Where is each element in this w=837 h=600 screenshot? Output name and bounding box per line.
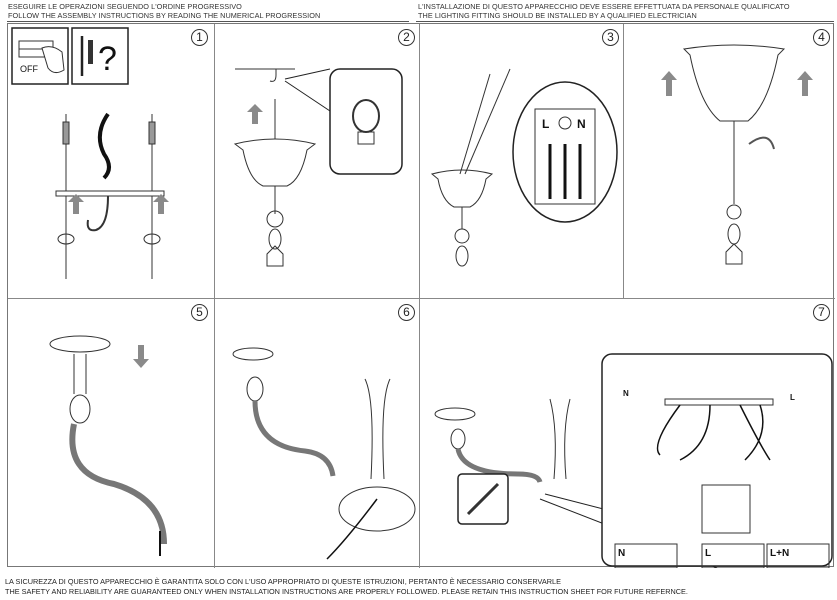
step-3-number: 3 — [602, 29, 619, 46]
step-7-panel: 7 N L N L — [420, 299, 835, 568]
rotate-icon — [748, 136, 775, 150]
up-arrow-icon — [68, 194, 84, 214]
step-1-number: 1 — [191, 29, 208, 46]
step-2-panel: 2 — [215, 24, 420, 299]
up-arrow-icon — [247, 104, 263, 124]
step-1-illustration: OFF ? — [11, 27, 169, 279]
terminal-label-n: N — [577, 117, 586, 131]
step-3-panel: 3 L N — [420, 24, 624, 299]
connection-label-l-n: L+N — [770, 548, 789, 559]
canopy-wiring — [430, 68, 511, 267]
question-mark: ? — [98, 40, 117, 78]
hook-detail-callout — [284, 68, 403, 175]
header-left-italian: ESEGUIRE LE OPERAZIONI SEGUENDO L'ORDINE… — [8, 2, 242, 11]
footer-italian: LA SICUREZZA DI QUESTO APPARECCHIO È GAR… — [5, 577, 561, 586]
step-5-number: 5 — [191, 304, 208, 321]
step-5-panel: 5 — [8, 299, 215, 568]
off-label: OFF — [20, 64, 38, 74]
wire-tag-n: N — [623, 389, 629, 398]
header-right: L'INSTALLAZIONE DI QUESTO APPARECCHIO DE… — [418, 2, 790, 20]
wrench-callout — [457, 473, 509, 525]
wiring-detail-callout: N L N L L+N — [601, 353, 833, 568]
step-7-illustration: N L N L L+N — [434, 353, 833, 568]
connection-n-box — [614, 543, 678, 568]
step-4-panel: 4 — [624, 24, 835, 299]
header-left-rule — [7, 21, 409, 22]
ground-icon — [558, 116, 572, 130]
footer-english: THE SAFETY AND RELIABILITY ARE GUARANTEE… — [5, 586, 688, 596]
down-arrow-icon — [133, 345, 149, 368]
connection-label-l: L — [705, 548, 711, 559]
step-6-panel: 6 — [215, 299, 420, 568]
canopy-hook — [233, 68, 317, 267]
step-6-illustration — [232, 347, 416, 560]
wire-tag-l: L — [790, 393, 795, 402]
footer: LA SICUREZZA DI QUESTO APPARECCHIO È GAR… — [5, 577, 688, 596]
connection-l-n-box — [766, 543, 830, 568]
ceiling-plate-screws — [55, 112, 165, 279]
header-right-italian: L'INSTALLAZIONE DI QUESTO APPARECCHIO DE… — [418, 2, 790, 11]
connection-l-box — [701, 543, 765, 568]
header-left-english: FOLLOW THE ASSEMBLY INSTRUCTIONS BY READ… — [8, 11, 321, 20]
step-2-number: 2 — [398, 29, 415, 46]
step-3-illustration: L N — [430, 68, 618, 267]
step-5-illustration — [49, 335, 167, 556]
wire-insertion-box — [701, 484, 751, 534]
screw-anchor-question-icon: ? — [71, 27, 129, 85]
step-1-panel: 1 OFF ? — [8, 24, 215, 299]
arm-overview — [434, 398, 571, 483]
header-left: ESEGUIRE LE OPERAZIONI SEGUENDO L'ORDINE… — [8, 2, 320, 20]
step-7-number: 7 — [813, 304, 830, 321]
header-right-rule — [416, 21, 834, 22]
step-6-number: 6 — [398, 304, 415, 321]
up-arrow-icon — [797, 71, 813, 96]
terminal-block-callout: L N — [512, 81, 618, 223]
up-arrow-icon — [153, 194, 169, 214]
canopy-tightened — [682, 44, 786, 265]
wrench-icon — [466, 482, 500, 516]
step-4-number: 4 — [813, 29, 830, 46]
connection-label-n: N — [618, 548, 625, 559]
breaker-off-icon: OFF — [11, 27, 69, 85]
step-4-illustration — [661, 44, 813, 265]
instruction-sheet: 1 OFF ? — [7, 23, 835, 568]
terminal-label-l: L — [542, 117, 549, 131]
header-right-english: THE LIGHTING FITTING SHOULD BE INSTALLED… — [418, 11, 697, 20]
arm-insertion — [232, 347, 416, 560]
arm-assembly — [49, 335, 167, 556]
up-arrow-icon — [661, 71, 677, 96]
step-2-illustration — [233, 68, 403, 267]
